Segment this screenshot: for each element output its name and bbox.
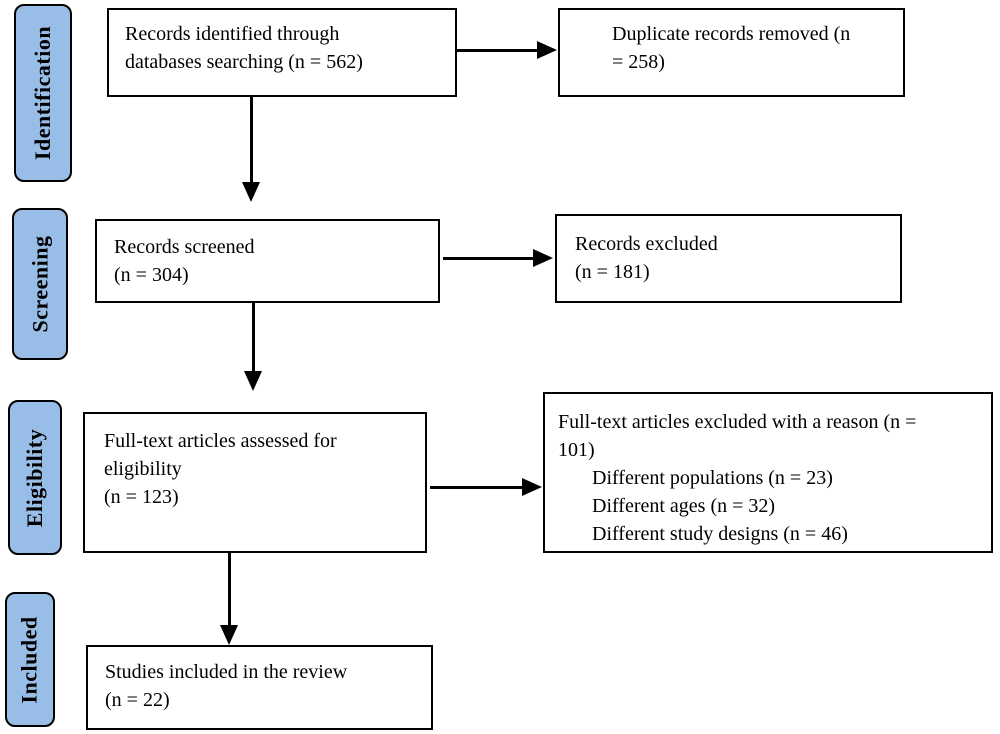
box-fulltext-assessed: Full-text articles assessed for eligibil… [83,412,427,553]
arrow-assessed-to-excluded-icon [430,478,542,496]
box-fulltext-excluded-line2: 101) [558,439,595,461]
box-studies-included: Studies included in the review (n = 22) [86,645,433,730]
box-duplicates-removed: Duplicate records removed (n = 258) [558,8,905,97]
exclusion-reason-populations: Different populations (n = 23) [592,467,833,489]
arrow-assessed-to-included-icon [220,553,238,645]
arrow-identified-to-screened-icon [242,97,260,202]
box-studies-included-line1: Studies included in the review [105,661,348,683]
box-studies-included-line2: (n = 22) [105,689,170,711]
stage-label-screening: Screening [12,208,68,360]
box-fulltext-excluded: Full-text articles excluded with a reaso… [543,392,993,553]
box-records-identified: Records identified through databases sea… [107,8,457,97]
exclusion-reason-study-designs: Different study designs (n = 46) [592,523,848,545]
stage-label-eligibility-text: Eligibility [22,428,48,527]
arrow-screened-to-excluded-icon [443,249,553,267]
stage-label-identification-text: Identification [30,25,55,161]
stage-label-identification: Identification [14,4,72,182]
arrow-screened-to-assessed-icon [244,303,262,391]
box-records-screened-line1: Records screened [114,236,255,258]
box-fulltext-excluded-line1: Full-text articles excluded with a reaso… [558,411,917,433]
box-duplicates-removed-line2: = 258) [612,51,665,73]
box-fulltext-assessed-line1: Full-text articles assessed for [104,430,337,452]
stage-label-eligibility: Eligibility [8,400,62,555]
box-records-excluded-line1: Records excluded [575,233,718,255]
box-records-excluded: Records excluded (n = 181) [555,214,902,303]
box-duplicates-removed-line1: Duplicate records removed (n [612,23,851,45]
box-records-identified-line1: Records identified through [125,23,340,45]
stage-label-screening-text: Screening [27,235,53,333]
exclusion-reason-ages: Different ages (n = 32) [592,495,776,517]
box-fulltext-assessed-line3: (n = 123) [104,486,179,508]
box-records-identified-line2: databases searching (n = 562) [125,51,363,73]
stage-label-included: Included [5,592,55,727]
box-records-screened-line2: (n = 304) [114,264,189,286]
box-fulltext-assessed-line2: eligibility [104,458,182,480]
stage-label-included-text: Included [17,615,42,704]
box-records-excluded-line2: (n = 181) [575,261,650,283]
arrow-identified-to-duplicates-icon [457,41,557,59]
box-records-screened: Records screened (n = 304) [95,219,440,303]
